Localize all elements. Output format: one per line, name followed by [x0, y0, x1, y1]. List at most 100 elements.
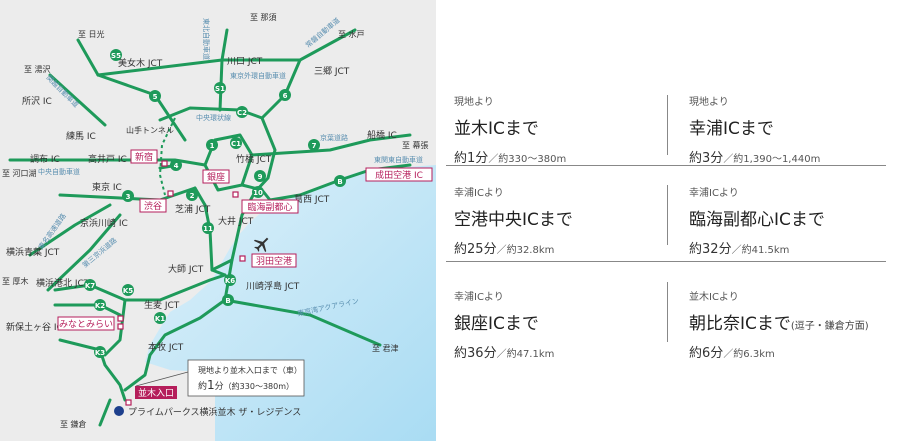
svg-text:3: 3	[126, 193, 131, 201]
road-keiyo: 京葉道路	[320, 133, 348, 142]
jct-honmoku: 本牧 JCT	[148, 341, 184, 353]
ic-tokyo: 東京 IC	[92, 181, 122, 193]
property-name: プライムパークス横浜並木 ザ・レジデンス	[128, 406, 301, 418]
ic-marker-shibuya	[167, 190, 174, 197]
route-badge-6: 6	[279, 89, 291, 101]
tag-shibuya: 渋谷	[139, 198, 167, 213]
jct-namamugi: 生麦 JCT	[144, 299, 180, 311]
travel-time: 約36分／約47.1km	[454, 346, 555, 361]
place-nikko: 至 日光	[78, 29, 105, 39]
route-badge-k1: K1	[154, 312, 166, 324]
svg-text:臨海副都心: 臨海副都心	[247, 201, 292, 213]
place-kamakura: 至 鎌倉	[60, 419, 87, 429]
svg-text:S1: S1	[215, 85, 225, 93]
destination-panel: 現地より 並木ICまで 約1分／約330〜380m 現地より 幸浦ICまで 約3…	[436, 0, 898, 441]
destination-asahina-ic: 並木ICより 朝比奈ICまで(逗子・鎌倉方面) 約6分／約6.3km	[689, 288, 898, 361]
svg-text:11: 11	[203, 225, 213, 233]
route-badge-k6: K6	[224, 274, 236, 286]
destination-label: 朝比奈ICまで(逗子・鎌倉方面)	[689, 314, 869, 334]
svg-text:B: B	[225, 297, 230, 305]
divider-col-1	[667, 95, 668, 155]
ic-tokorozawa: 所沢 IC	[22, 95, 52, 107]
jct-shibaura: 芝浦 JCT	[175, 203, 211, 215]
destination-ginza-ic: 幸浦ICより 銀座ICまで 約36分／約47.1km	[454, 288, 664, 361]
origin-label: 現地より	[689, 97, 729, 108]
svg-text:4: 4	[174, 162, 179, 170]
divider-col-3	[667, 282, 668, 342]
destination-namiki-ic: 現地より 並木ICまで 約1分／約330〜380m	[454, 93, 664, 166]
svg-text:B: B	[337, 178, 342, 186]
route-badge-k3: K3	[94, 346, 106, 358]
property-marker	[114, 406, 124, 416]
svg-text:1: 1	[210, 142, 215, 150]
route-badge-5: 5	[149, 90, 161, 102]
road-higashikanto: 東関東自動車道	[374, 155, 423, 164]
route-badge-10: 10	[252, 186, 264, 198]
svg-text:銀座: 銀座	[207, 171, 225, 183]
route-badge-k2: K2	[94, 299, 106, 311]
origin-label: 幸浦ICより	[689, 188, 739, 199]
place-yuzawa: 至 湯沢	[24, 64, 51, 74]
callout-title: 現地より並木入口まで（車）	[198, 365, 302, 375]
place-makuhari: 至 幕張	[402, 140, 429, 150]
road-yamate-tunnel: 山手トンネル	[126, 125, 174, 135]
svg-text:S5: S5	[111, 52, 121, 60]
origin-label: 現地より	[454, 97, 494, 108]
destination-rinkai-fukutoshin-ic: 幸浦ICより 臨海副都心ICまで 約32分／約41.5km	[689, 184, 898, 257]
tag-minatomirai: みなとみらい	[57, 316, 115, 331]
route-badge-s5: S5	[110, 49, 122, 61]
divider-row-2	[446, 261, 886, 262]
route-badge-c1: C1	[230, 137, 242, 149]
origin-label: 幸浦ICより	[454, 292, 504, 303]
route-badge-c2: C2	[236, 106, 248, 118]
ic-marker-rinkai	[232, 191, 239, 198]
svg-text:K5: K5	[123, 287, 133, 295]
jct-ohashi: 大師 JCT	[168, 263, 204, 275]
place-kawaguchiko: 至 河口湖	[2, 168, 37, 178]
ic-nerima: 練馬 IC	[66, 130, 96, 142]
svg-text:K2: K2	[95, 302, 105, 310]
ic-marker-haneda	[239, 255, 246, 262]
travel-time: 約25分／約32.8km	[454, 242, 555, 257]
ic-marker-minatomirai-2	[117, 323, 124, 330]
tag-haneda: 羽田空港	[251, 253, 297, 268]
route-badge-b-north: B	[334, 175, 346, 187]
jct-kasai: 葛西 JCT	[294, 193, 330, 205]
svg-text:K7: K7	[85, 282, 95, 290]
ic-shinhodogaya: 新保土ヶ谷 IC	[6, 321, 63, 333]
svg-text:K1: K1	[155, 315, 165, 323]
svg-text:みなとみらい: みなとみらい	[59, 319, 113, 330]
route-badge-11: 11	[202, 222, 214, 234]
svg-text:C1: C1	[231, 140, 241, 148]
svg-text:K6: K6	[225, 277, 235, 285]
destination-label: 幸浦ICまで	[689, 119, 774, 139]
road-gaikan: 東京外環自動車道	[230, 71, 286, 80]
route-badge-9: 9	[254, 170, 266, 182]
svg-text:7: 7	[312, 142, 317, 150]
route-badge-3: 3	[122, 190, 134, 202]
route-badge-7: 7	[308, 139, 320, 151]
destination-label: 臨海副都心ICまで	[689, 210, 825, 230]
jct-takebashi: 竹橋 JCT	[236, 153, 272, 165]
tag-namiki: 並木入口	[135, 386, 177, 399]
route-map: 至 日光 至 那須 至 水戸 至 湯沢 至 幕張 至 河口湖 至 厚木 至 君津…	[0, 0, 436, 441]
svg-text:新宿: 新宿	[135, 151, 153, 163]
destination-label: 空港中央ICまで	[454, 210, 573, 230]
svg-text:渋谷: 渋谷	[144, 200, 162, 212]
tag-ginza: 銀座	[202, 169, 230, 184]
ic-takaido: 高井戸 IC	[88, 153, 127, 165]
travel-time: 約3分／約1,390〜1,440m	[689, 151, 821, 166]
svg-text:並木入口: 並木入口	[138, 387, 174, 399]
travel-time: 約1分／約330〜380m	[454, 151, 567, 166]
ic-chofu: 調布 IC	[30, 153, 60, 165]
svg-text:成田空港 IC: 成田空港 IC	[375, 169, 423, 181]
tag-narita: 成田空港 IC	[365, 167, 433, 182]
ic-marker-shinjuku	[161, 160, 168, 167]
jct-oi: 大井 JCT	[218, 215, 254, 227]
svg-text:C2: C2	[237, 109, 247, 117]
svg-text:6: 6	[283, 92, 288, 100]
travel-time: 約32分／約41.5km	[689, 242, 790, 257]
divider-row-1	[446, 165, 886, 166]
ic-marker-namiki	[125, 399, 132, 406]
